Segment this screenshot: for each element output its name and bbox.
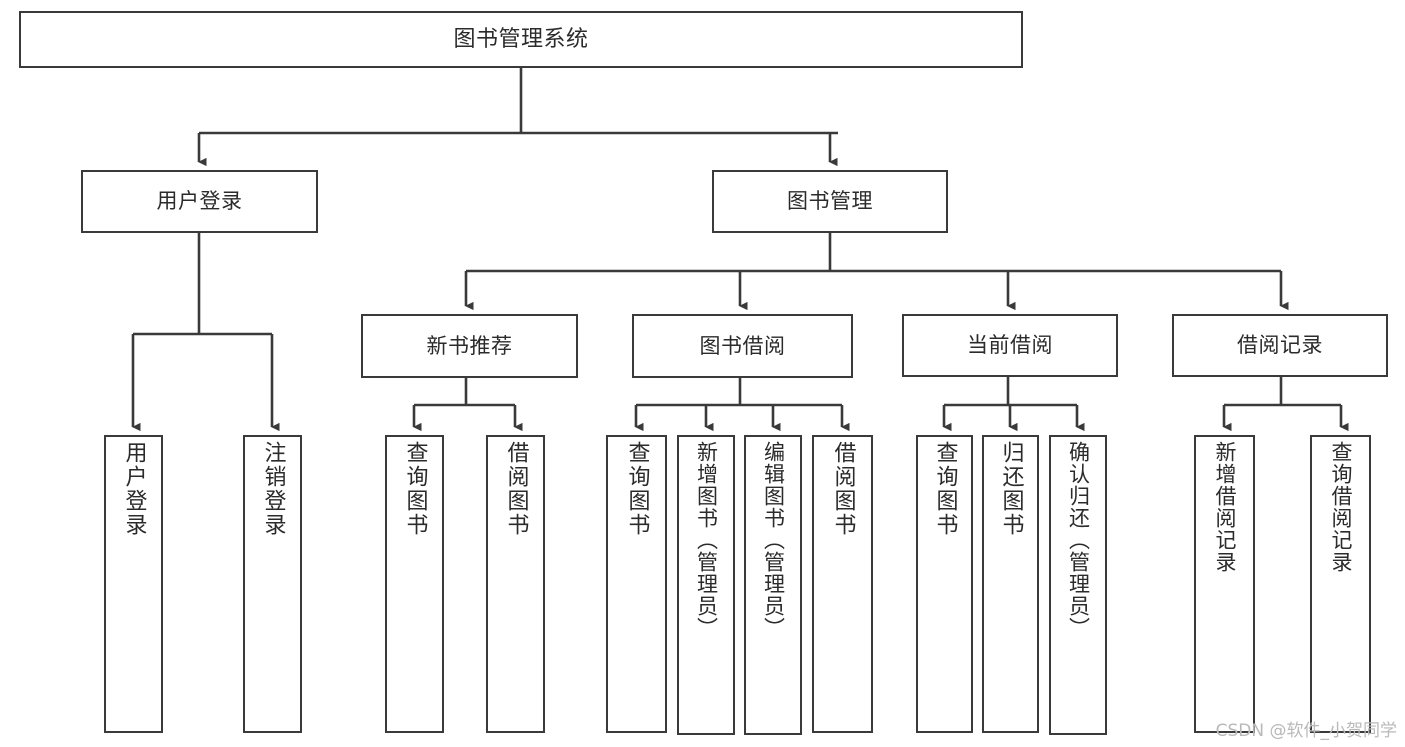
leaf-user-login[interactable]: 用户登录 [104,435,163,733]
node-user-login[interactable]: 用户登录 [81,170,318,233]
node-label: 用户登录 [121,441,147,537]
node-label: 确认归还（管理员） [1066,441,1091,639]
leaf-book-borrow-query-book[interactable]: 查询图书 [606,435,667,733]
node-label: 查询借阅记录 [1329,441,1353,573]
node-label: 图书管理系统 [453,26,589,52]
node-label: 借阅图书 [830,441,856,537]
leaf-book-borrow-edit-book-admin[interactable]: 编辑图书（管理员） [744,435,802,735]
leaf-current-borrow-confirm-return-admin[interactable]: 确认归还（管理员） [1049,435,1107,735]
node-label: 用户登录 [156,189,243,214]
leaf-book-borrow-borrow-book[interactable]: 借阅图书 [812,435,873,733]
node-label: 编辑图书（管理员） [761,441,786,639]
node-label: 归还图书 [998,441,1024,537]
node-label: 查询图书 [624,441,650,537]
leaf-new-book-borrow-book[interactable]: 借阅图书 [486,435,545,733]
node-label: 查询图书 [402,441,428,537]
node-book-borrow[interactable]: 图书借阅 [632,314,853,378]
node-root-book-management-system[interactable]: 图书管理系统 [19,11,1023,68]
leaf-new-book-query-book[interactable]: 查询图书 [385,435,444,733]
node-label: 注销登录 [260,441,286,537]
leaf-borrow-record-add-record[interactable]: 新增借阅记录 [1194,435,1255,733]
node-label: 新增图书（管理员） [694,441,719,639]
node-label: 借阅图书 [503,441,529,537]
node-label: 图书管理 [787,189,873,214]
node-label: 借阅记录 [1237,333,1323,358]
leaf-current-borrow-return-book[interactable]: 归还图书 [982,435,1039,733]
node-current-borrow[interactable]: 当前借阅 [902,314,1118,377]
node-label: 当前借阅 [967,333,1053,358]
node-borrow-record[interactable]: 借阅记录 [1172,314,1388,377]
leaf-logout[interactable]: 注销登录 [243,435,302,733]
node-new-book-recommend[interactable]: 新书推荐 [361,314,578,378]
leaf-current-borrow-query-book[interactable]: 查询图书 [916,435,973,733]
node-label: 新书推荐 [426,333,513,358]
leaf-book-borrow-add-book-admin[interactable]: 新增图书（管理员） [677,435,735,735]
node-label: 新增借阅记录 [1213,441,1237,573]
node-label: 查询图书 [932,441,958,537]
node-book-management[interactable]: 图书管理 [712,170,948,233]
watermark-text: CSDN @软件_小贺同学 [1215,721,1397,741]
leaf-borrow-record-query-record[interactable]: 查询借阅记录 [1310,435,1371,733]
node-label: 图书借阅 [699,333,786,358]
